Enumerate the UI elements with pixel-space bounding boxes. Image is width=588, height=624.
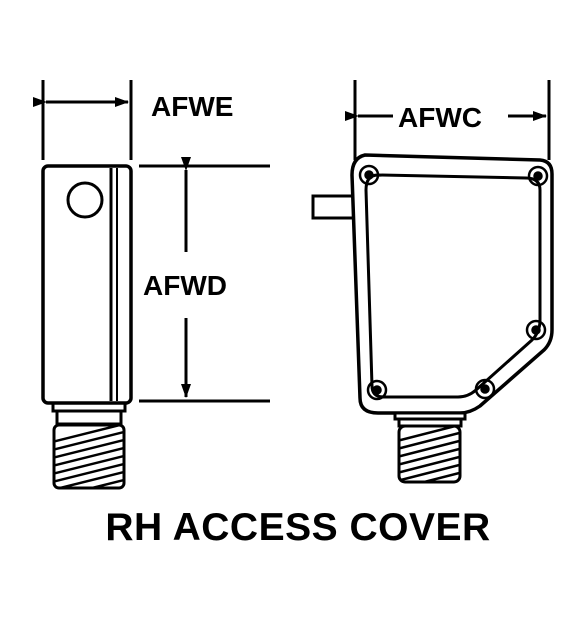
screw-mid-right (525, 319, 547, 341)
front-view (311, 80, 554, 484)
afwc-dimension (345, 80, 551, 160)
label-afwc: AFWC (398, 102, 482, 133)
screws (358, 164, 549, 401)
label-afwd: AFWD (143, 270, 227, 301)
screw-bottom-right (474, 378, 496, 400)
afwe-dimension (33, 80, 133, 160)
screw-bottom-left (366, 379, 388, 401)
screw-top-right (527, 165, 549, 187)
threaded-fitting-side (52, 423, 126, 490)
threaded-fitting-front (397, 424, 462, 484)
side-view (33, 80, 270, 490)
cover-plate-outer (350, 153, 554, 415)
cover-plate-inner (364, 173, 542, 399)
screw-top-left (358, 164, 380, 186)
label-afwe: AFWE (151, 91, 233, 122)
drawing-caption: RH ACCESS COVER (105, 506, 491, 549)
mounting-hole (66, 181, 104, 219)
afwd-dimension (139, 157, 270, 403)
